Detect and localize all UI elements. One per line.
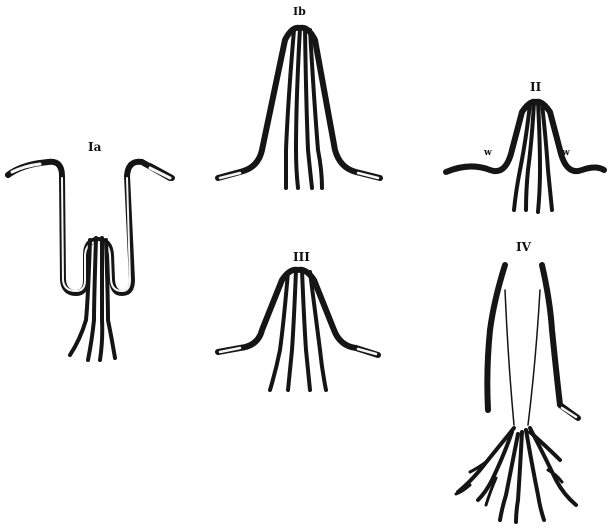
label-stage-ia: Ia — [88, 140, 101, 154]
stage-iv-figure — [456, 265, 578, 522]
label-stage-iv: IV — [516, 240, 531, 254]
label-w-right: w — [562, 148, 570, 158]
label-stage-iii: III — [293, 250, 310, 264]
stage-iii-figure — [218, 270, 378, 390]
stage-ib-figure — [218, 28, 380, 188]
label-w-left: w — [484, 148, 492, 158]
stage-ia-figure — [8, 162, 172, 360]
stage-ii-figure — [446, 102, 604, 212]
label-stage-ib: Ib — [293, 5, 306, 18]
label-stage-ii: II — [530, 80, 541, 94]
